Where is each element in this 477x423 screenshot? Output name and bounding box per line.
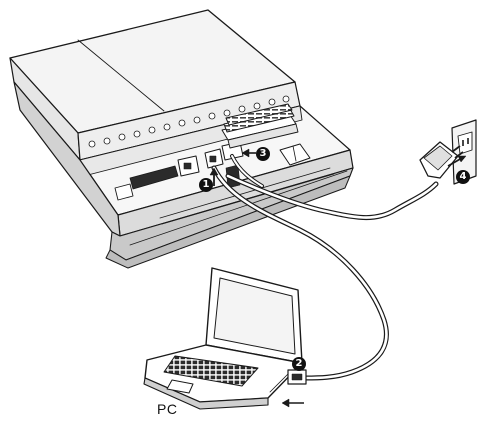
step-3-badge: 3 <box>256 147 270 161</box>
laptop-arrow-icon <box>282 399 304 407</box>
laptop-icon <box>144 268 302 409</box>
device-port-1-slot <box>210 156 216 162</box>
step-4-badge: 4 <box>456 170 470 184</box>
device-power-jack-hole <box>184 163 191 169</box>
step-1-badge: 1 <box>199 178 213 192</box>
pc-label: PC <box>157 401 177 417</box>
cable-connector-icon <box>288 370 306 384</box>
step-2-badge: 2 <box>292 357 306 371</box>
